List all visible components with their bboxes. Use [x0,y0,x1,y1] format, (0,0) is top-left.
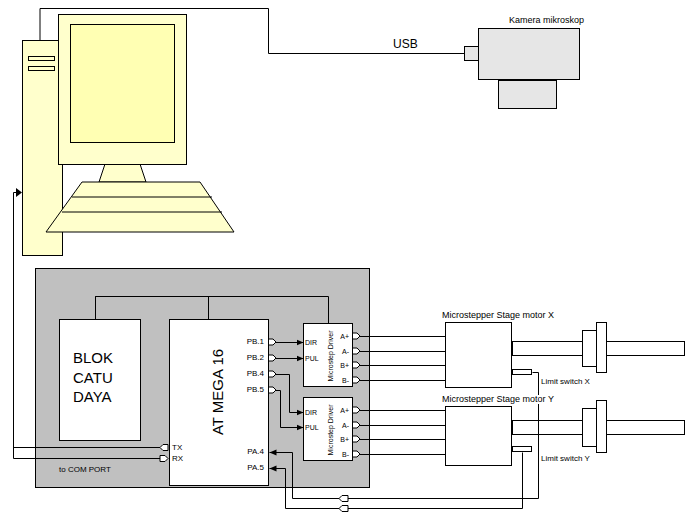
pin-label: B+ [340,362,349,369]
usb-cable [40,9,464,54]
wire-connector [96,297,209,320]
wire-connector [354,439,446,440]
camera-body: Kamera mikroskop [478,28,580,80]
pin-label: PB.1 [247,338,264,346]
wire-connector [270,373,539,499]
port-symbol [268,339,276,345]
stepper-motor: Microstepper Stage motor X [445,322,512,388]
limit-switch: Limit switch Y [512,446,532,452]
computer-illustration [23,15,235,256]
node-text: Limit switch X [541,378,590,386]
port-symbol [339,496,348,502]
port-symbol [352,348,360,354]
housing-fill [35,268,370,488]
pin-label: PUL [305,355,319,362]
node-text: BLOK CATU DAYA [73,348,125,407]
camera-lens [499,81,557,109]
com-arrowhead [16,188,22,197]
pin-label: DIR [305,409,317,416]
pin-label: B+ [340,436,349,443]
stage-carriage [597,401,607,453]
port-symbol [352,436,360,442]
camera-connector [465,47,479,61]
pin-label: TX [172,444,182,452]
stepper-motor: Microstepper Stage motor Y [445,406,512,466]
wire-connector [354,380,446,381]
wire-connector [354,351,446,352]
wire-connector [354,425,446,426]
port-symbol [352,362,360,368]
pin-label: B- [342,451,349,458]
wire-connector [270,375,304,413]
wire-connector [354,336,446,337]
stage-carriage [597,323,607,373]
wire-connector [354,454,446,455]
port-symbol [339,506,348,512]
pin-label: PA.4 [247,448,264,456]
pin-label: A+ [340,407,349,414]
node-text: to COM PORT [59,466,111,474]
node-text: Microstep Driver [327,331,334,382]
pin-label: DIR [305,339,317,346]
port-symbol [268,371,276,377]
pin-label: B- [342,377,349,384]
wire-connector [354,365,446,366]
controller-housing: to COM PORT BLOK CATU DAYA AT MEGA 16 Micro… [35,268,370,488]
wire-connector [354,410,446,411]
limit-switch: Limit switch X [512,369,532,375]
monitor [59,15,187,165]
port-symbol [352,377,360,383]
node-text: Microstep Driver [327,405,334,456]
node-text: Limit switch Y [541,455,590,463]
power-supply-block: BLOK CATU DAYA [59,319,141,441]
node-text: Microstepper Stage motor Y [441,395,555,404]
monitor-stand [99,164,146,182]
pin-label: PA.5 [247,464,264,472]
node-text: Microstepper Stage motor X [441,311,555,320]
drive-slot [29,67,55,71]
pin-label: PB.4 [247,370,264,378]
port-symbol [160,445,168,451]
port-symbol [352,451,360,457]
port-symbol [268,355,276,361]
drive-slot [29,57,55,61]
port-symbol [268,387,276,393]
node-text: Kamera mikroskop [509,16,584,25]
pin-label: A- [342,348,349,355]
wire-connector [270,391,304,428]
pin-label: A+ [340,333,349,340]
pin-label: A- [342,422,349,429]
monitor-screen [71,25,175,143]
keyboard [46,182,234,232]
node-text: AT MEGA 16 [210,349,225,435]
pin-label: RX [172,455,183,463]
key-row [72,197,212,198]
pin-label: PUL [305,424,319,431]
port-symbol [352,407,360,413]
key-row [62,212,222,213]
pin-label: PB.5 [247,386,264,394]
port-symbol [352,333,360,339]
port-symbol [160,456,168,462]
pin-label: PB.2 [247,354,264,362]
cable-label: USB [393,38,418,50]
port-symbol [352,422,360,428]
